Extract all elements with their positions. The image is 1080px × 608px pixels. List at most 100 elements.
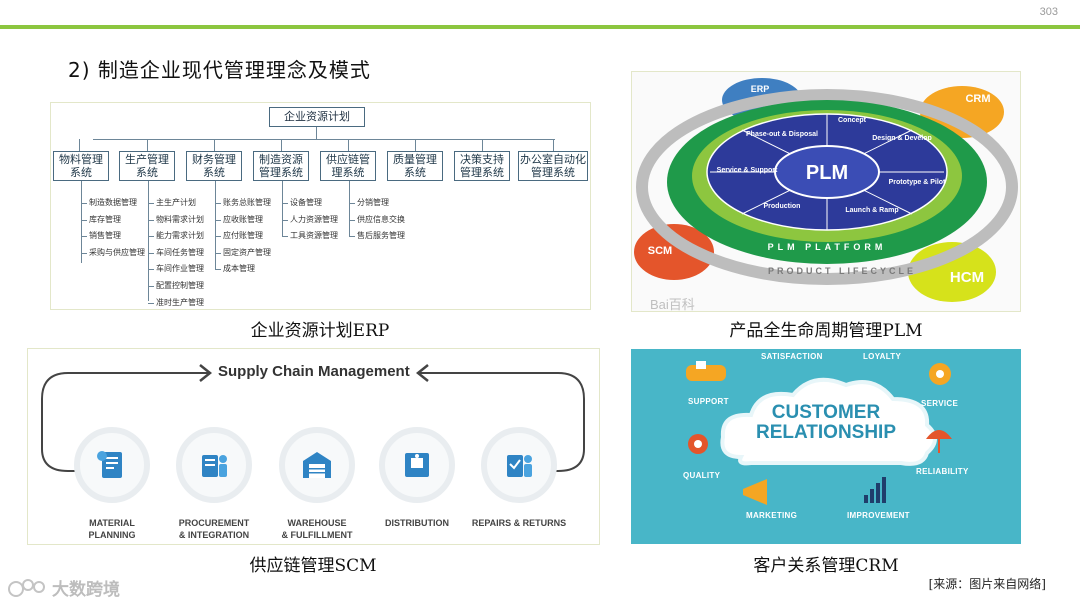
repairs-returns-icon: [481, 427, 557, 503]
label-loyalty: LOYALTY: [863, 352, 901, 361]
erp-subitem: 能力需求计划: [146, 228, 204, 245]
plm-caption: 产品全生命周期管理PLM: [676, 316, 976, 341]
erp-satellite-label: ERP: [751, 84, 770, 94]
top-accent-bar: [0, 25, 1080, 29]
source-note: [来源：图片来自网络]: [929, 575, 1046, 592]
erp-subitem: 主生产计划: [146, 195, 204, 212]
scm-caption: 供应链管理SCM: [163, 551, 463, 576]
warehouse-icon: [279, 427, 355, 503]
scm-step-label: PROCUREMENT& INTEGRATION: [159, 517, 269, 541]
erp-subitem: 人力资源管理: [280, 212, 338, 229]
label-reliability: RELIABILITY: [916, 467, 969, 476]
erp-subitems-finance: 账务总账管理 应收账管理 应付账管理 固定资产管理 成本管理: [213, 195, 271, 278]
erp-subitems-supply: 分销管理 供应信息交换 售后服务管理: [347, 195, 405, 245]
quality-badge-icon: [688, 434, 708, 454]
plm-segment-label: Phase-out & Disposal: [746, 131, 818, 138]
label-satisfaction: SATISFACTION: [761, 352, 823, 361]
handshake-icon: [686, 361, 726, 381]
plm-segment-label: Launch & Ramp: [845, 207, 898, 214]
erp-subitem: 制造数据管理: [79, 195, 145, 212]
baike-watermark: Bai百科: [650, 294, 695, 312]
scm-step-distribution: DISTRIBUTION: [362, 427, 472, 529]
erp-subitem: 工具资源管理: [280, 228, 338, 245]
brand-logo-text: 大数跨境: [52, 575, 120, 600]
scm-step-material-planning: MATERIALPLANNING: [57, 427, 167, 541]
erp-root-node: 企业资源计划: [269, 107, 365, 127]
label-support: SUPPORT: [688, 397, 729, 406]
erp-subitem: 物料需求计划: [146, 212, 204, 229]
erp-connector: [316, 127, 317, 139]
label-marketing: MARKETING: [746, 511, 797, 520]
plm-diagram: PLM Concept Design & Develop Prototype &…: [631, 71, 1021, 312]
erp-subitems-resources: 设备管理 人力资源管理 工具资源管理: [280, 195, 338, 245]
erp-subitem: 准时生产管理: [146, 295, 204, 310]
erp-module: 财务管理系统: [186, 151, 242, 181]
erp-subitem: 售后服务管理: [347, 228, 405, 245]
erp-diagram: 企业资源计划 物料管理系统 生产管理系统 财务管理系统 制造资源管理系统 供应链…: [50, 102, 591, 310]
erp-subitem: 销售管理: [79, 228, 145, 245]
label-improvement: IMPROVEMENT: [847, 511, 910, 520]
scm-satellite-label: SCM: [648, 245, 672, 257]
megaphone-icon: [743, 479, 767, 505]
erp-module: 制造资源管理系统: [253, 151, 309, 181]
erp-connector: [281, 139, 282, 151]
brand-logo-icon: [8, 577, 48, 599]
erp-caption: 企业资源计划ERP: [170, 316, 470, 341]
erp-connector: [79, 139, 80, 151]
erp-subitem: 配置控制管理: [146, 278, 204, 295]
plm-center-label: PLM: [806, 162, 848, 184]
plm-segment-label: Prototype & Pilot: [889, 179, 946, 186]
erp-module: 生产管理系统: [119, 151, 175, 181]
erp-subitem: 固定资产管理: [213, 245, 271, 262]
erp-subitem: 应收账管理: [213, 212, 271, 229]
scm-step-label: DISTRIBUTION: [362, 517, 472, 529]
label-quality: QUALITY: [683, 471, 720, 480]
scm-step-label: REPAIRS & RETURNS: [464, 517, 574, 529]
plm-graphic: PLM Concept Design & Develop Prototype &…: [632, 72, 1021, 312]
scm-step-procurement: PROCUREMENT& INTEGRATION: [159, 427, 269, 541]
erp-module: 决策支持管理系统: [454, 151, 510, 181]
erp-subitem: 供应信息交换: [347, 212, 405, 229]
scm-step-warehouse: WAREHOUSE& FULFILLMENT: [262, 427, 372, 541]
erp-module: 质量管理系统: [387, 151, 443, 181]
erp-subitem: 分销管理: [347, 195, 405, 212]
label-service: SERVICE: [921, 399, 958, 408]
procurement-icon: [176, 427, 252, 503]
plm-platform-label: PLM PLATFORM: [768, 242, 887, 252]
scm-step-label: WAREHOUSE& FULFILLMENT: [262, 517, 372, 541]
erp-subitem: 账务总账管理: [213, 195, 271, 212]
erp-subitem: 应付账管理: [213, 228, 271, 245]
erp-subitem: 车间作业管理: [146, 261, 204, 278]
erp-connector: [348, 139, 349, 151]
growth-chart-icon: [864, 477, 886, 503]
erp-connector: [415, 139, 416, 151]
erp-subitem: 成本管理: [213, 261, 271, 278]
erp-subitem: 采购与供应管理: [79, 245, 145, 262]
erp-connector: [482, 139, 483, 151]
plm-segment-label: Service & Support: [717, 167, 778, 174]
erp-module: 物料管理系统: [53, 151, 109, 181]
erp-subitem: 库存管理: [79, 212, 145, 229]
plm-segment-label: Production: [764, 203, 801, 210]
material-planning-icon: [74, 427, 150, 503]
erp-subitem: 车间任务管理: [146, 245, 204, 262]
erp-module: 办公室自动化管理系统: [518, 151, 588, 181]
erp-module: 供应链管理系统: [320, 151, 376, 181]
erp-subitem: 设备管理: [280, 195, 338, 212]
page-number: 303: [1040, 6, 1058, 18]
erp-connector: [147, 139, 148, 151]
erp-subitems-production: 主生产计划 物料需求计划 能力需求计划 车间任务管理 车间作业管理 配置控制管理…: [146, 195, 204, 310]
crm-caption: 客户关系管理CRM: [676, 551, 976, 576]
distribution-icon: [379, 427, 455, 503]
brand-logo: 大数跨境: [8, 575, 120, 600]
hcm-satellite-label: HCM: [950, 269, 984, 286]
erp-connector: [93, 139, 555, 140]
erp-subitems-material: 制造数据管理 库存管理 销售管理 采购与供应管理: [79, 195, 145, 261]
plm-segment-label: Concept: [838, 117, 867, 124]
plm-lifecycle-label: PRODUCT LIFECYCLE: [768, 266, 916, 276]
crm-satellite-label: CRM: [965, 93, 990, 105]
